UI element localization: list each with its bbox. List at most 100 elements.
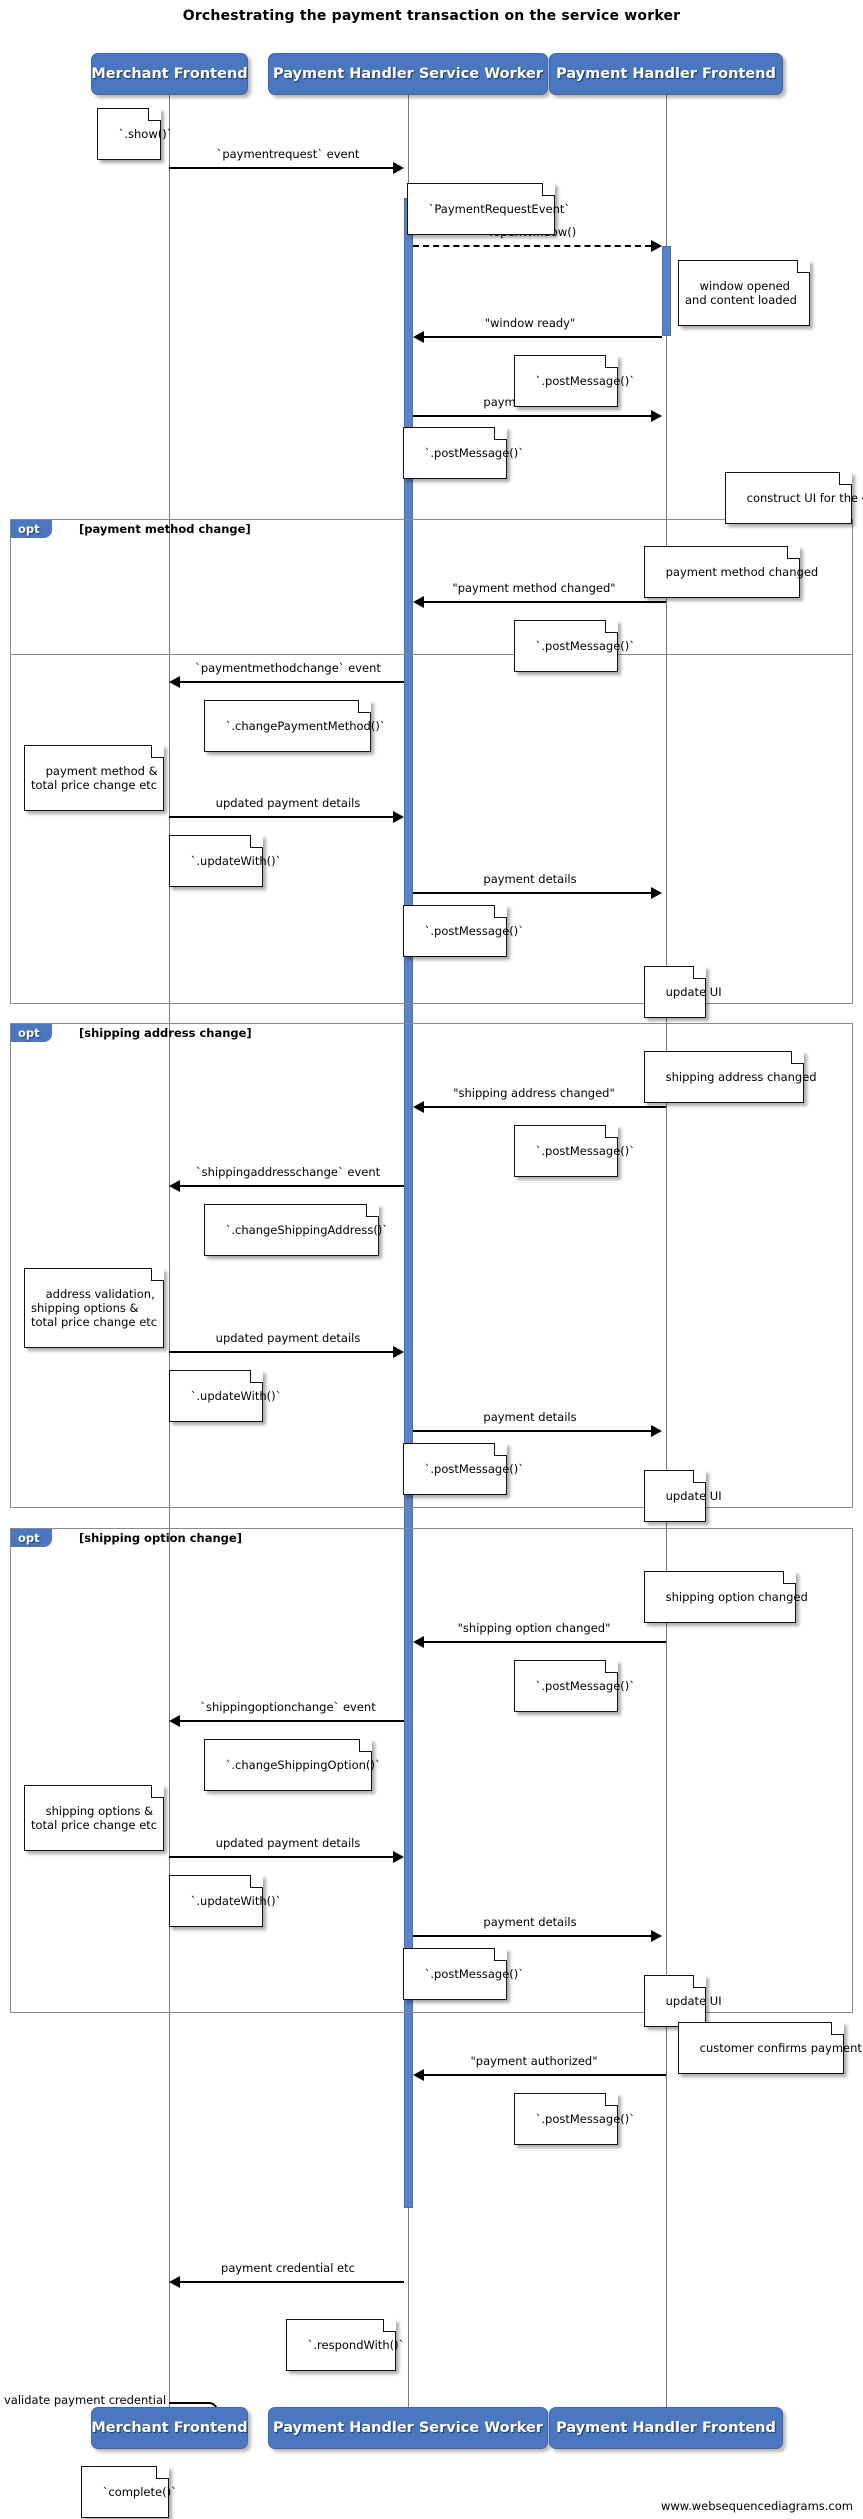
fragment-condition-1: [payment method change] [79,522,251,536]
participant-label: Merchant Frontend [91,66,248,82]
note-text: `.postMessage()` [424,924,524,938]
note-fold-icon [494,904,507,918]
participant-service-worker-bottom[interactable]: Payment Handler Service Worker [268,2407,548,2449]
note-customer-confirms-payment: customer confirms payment [678,2021,862,2074]
note-show: `.show()` [97,107,172,160]
message-line-window-ready [424,336,662,338]
message-label-shipping-option-changed: "shipping option changed" [457,1621,611,1635]
note-fold-icon [250,1874,263,1888]
note-fold-icon [151,1784,164,1798]
note-fold-icon [494,1947,507,1961]
message-label-payment-details-2: payment details [483,872,577,886]
note-text: `PaymentRequestEvent` [428,202,571,216]
note-payment-method-changed: payment method changed [644,545,818,598]
fragment-kind-label-1: opt [11,520,52,538]
note-post-message-4: `.postMessage()` [403,904,524,957]
fragment-opt-shipping-option-change [10,1528,853,2013]
message-label-payment-authorized: "payment authorized" [470,2054,598,2068]
participant-label: Payment Handler Frontend [556,66,776,82]
message-label-updated-payment-details-1: updated payment details [215,796,361,810]
message-label-updated-payment-details-3: updated payment details [215,1836,361,1850]
note-fold-icon [693,1469,706,1483]
arrowhead-left [413,1636,424,1648]
participant-label: Payment Handler Frontend [556,2420,776,2436]
message-label-paymentrequest-event: `paymentrequest` event [216,147,360,161]
note-post-message-6: `.postMessage()` [403,1442,524,1495]
note-fold-icon [542,182,555,196]
note-text: `.postMessage()` [535,2112,635,2126]
note-fold-icon [366,1203,379,1217]
note-text: payment method & total price change etc [31,764,158,792]
note-fold-icon [605,2092,618,2106]
note-fold-icon [605,619,618,633]
note-post-message-9: `.postMessage()` [514,2092,635,2145]
note-text: `.postMessage()` [424,446,524,460]
note-update-ui-1: update UI [644,965,722,1018]
note-update-ui-3: update UI [644,1974,722,2027]
note-text: `.postMessage()` [535,639,635,653]
note-fold-icon [151,1267,164,1281]
message-line-shipping-address-changed [424,1106,666,1108]
arrowhead-right [393,1346,404,1358]
note-text: shipping options & total price change et… [31,1804,158,1832]
note-fold-icon [797,259,810,273]
note-text: payment method changed [665,565,819,579]
note-update-with-2: `.updateWith()` [169,1369,281,1422]
participant-merchant-frontend-bottom[interactable]: Merchant Frontend [91,2407,248,2449]
note-text: `.postMessage()` [424,1967,524,1981]
note-post-message-5: `.postMessage()` [514,1124,635,1177]
note-payment-method-price-change: payment method & total price change etc [24,744,164,811]
message-label-window-ready: "window ready" [484,316,576,330]
message-label-payment-details-4: payment details [483,1915,577,1929]
note-text: shipping option changed [665,1590,808,1604]
arrowhead-left [169,1180,180,1192]
message-label-shippingoptionchange-event: `shippingoptionchange` event [200,1700,376,1714]
arrowhead-right [651,1425,662,1437]
note-fold-icon [787,545,800,559]
message-label-payment-method-changed: "payment method changed" [452,581,616,595]
note-fold-icon [359,1738,372,1752]
participant-service-worker-top[interactable]: Payment Handler Service Worker [268,53,548,95]
note-update-with-3: `.updateWith()` [169,1874,281,1927]
fragment-kind-label-2: opt [11,1024,52,1042]
page-title: Orchestrating the payment transaction on… [182,8,681,24]
message-line-shippingaddresschange-event [180,1185,404,1187]
message-line-updated-payment-details-1 [169,816,393,818]
message-line-payment-method-changed [424,601,666,603]
arrowhead-right [651,240,662,252]
note-text: update UI [665,1994,722,2008]
message-line-open-window [413,245,651,247]
note-text: address validation, shipping options & t… [31,1287,158,1329]
note-fold-icon [494,1442,507,1456]
arrowhead-left [169,2276,180,2288]
note-fold-icon [151,744,164,758]
note-fold-icon [839,471,852,485]
note-update-ui-2: update UI [644,1469,722,1522]
note-text: `.postMessage()` [535,374,635,388]
note-post-message-2: `.postMessage()` [403,426,524,479]
participant-label: Payment Handler Service Worker [272,2420,544,2436]
note-complete: `complete()` [81,2465,177,2518]
fragment-kind-label-3: opt [11,1529,52,1547]
arrowhead-right [651,410,662,422]
participant-frontend-top[interactable]: Payment Handler Frontend [549,53,783,95]
message-line-payment-details-2 [413,892,651,894]
arrowhead-left [413,596,424,608]
note-shipping-options-price-change: shipping options & total price change et… [24,1784,164,1851]
footer-url: www.websequencediagrams.com [660,2499,853,2513]
message-line-payment-credential-etc [180,2281,404,2283]
arrowhead-right [651,887,662,899]
message-label-payment-details-3: payment details [483,1410,577,1424]
arrowhead-left [413,2069,424,2081]
participant-merchant-frontend-top[interactable]: Merchant Frontend [91,53,248,95]
message-line-paymentmethodchange-event [180,681,404,683]
note-text: update UI [665,985,722,999]
note-text: `complete()` [102,2485,177,2499]
note-post-message-8: `.postMessage()` [403,1947,524,2000]
note-text: window opened and content loaded [685,279,797,307]
participant-frontend-bottom[interactable]: Payment Handler Frontend [549,2407,783,2449]
note-text: update UI [665,1489,722,1503]
arrowhead-right [393,1851,404,1863]
note-text: `.postMessage()` [535,1679,635,1693]
